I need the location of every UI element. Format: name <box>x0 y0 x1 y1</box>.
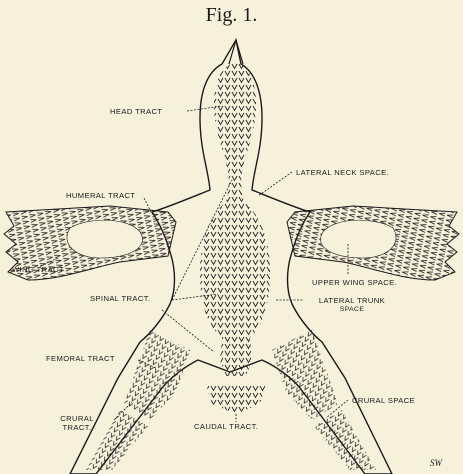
left-femoral-tract-shape <box>124 330 190 420</box>
label-lateral-trunk-space-line1: LATERAL TRUNK <box>308 296 396 305</box>
left-upper-wing-space <box>67 220 142 258</box>
right-upper-wing-space <box>321 220 396 258</box>
label-femoral-tract: FEMORAL TRACT <box>46 354 115 363</box>
right-femoral-tract-shape <box>272 330 338 420</box>
label-wing-tract: WING TRACT <box>12 265 64 274</box>
artist-signature: SW <box>430 458 442 468</box>
label-crural-tract-line1: CRURAL <box>54 414 100 423</box>
label-caudal-tract: CAUDAL TRACT. <box>194 422 258 431</box>
label-lateral-neck-space: LATERAL NECK SPACE. <box>296 168 389 177</box>
caudal-tract-shape <box>206 384 266 414</box>
label-lateral-trunk-space: LATERAL TRUNK SPACE <box>308 296 396 314</box>
label-head-tract: HEAD TRACT <box>110 107 162 116</box>
label-crural-tract-line2: TRACT. <box>54 423 100 432</box>
label-spinal-tract: SPINAL TRACT. <box>90 294 150 303</box>
label-humeral-tract: HUMERAL TRACT <box>66 191 135 200</box>
label-crural-tract: CRURAL TRACT. <box>54 414 100 432</box>
spinal-tract-shape <box>200 62 270 376</box>
label-lateral-trunk-space-line2: SPACE <box>308 305 396 314</box>
leader-lateral-neck-space <box>258 172 292 196</box>
label-upper-wing-space: UPPER WING SPACE. <box>312 278 397 287</box>
label-crural-space: CRURAL SPACE <box>352 396 415 405</box>
